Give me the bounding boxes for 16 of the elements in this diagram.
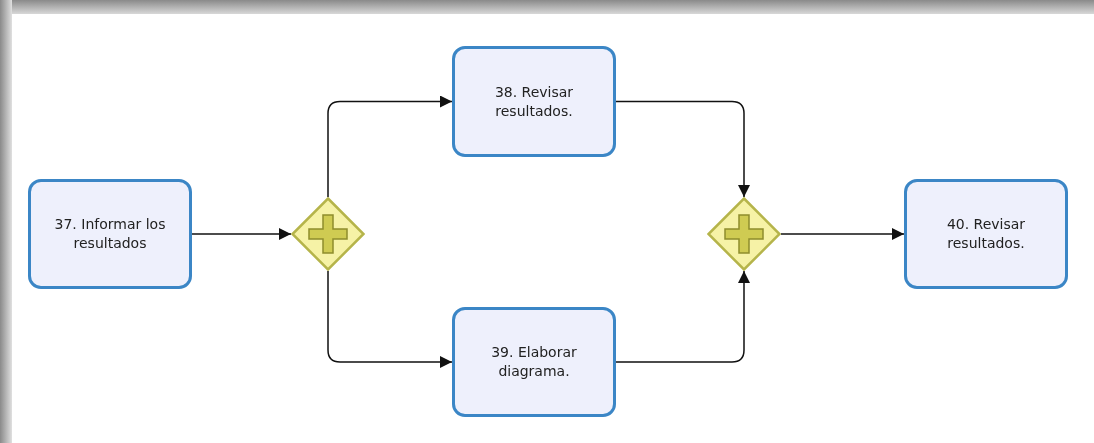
arrow (780, 228, 905, 240)
arrow (615, 270, 750, 363)
parallel-gateway-diamond (291, 197, 365, 271)
task-label: 39. Elaborar diagrama. (490, 343, 578, 381)
arrow (327, 270, 453, 368)
task-box (452, 46, 616, 157)
arrow (615, 100, 750, 198)
task-box (452, 307, 616, 417)
arrow (327, 95, 453, 198)
task-box (28, 179, 192, 289)
task-label: 38. Revisar resultados. (493, 82, 575, 121)
parallel-gateway-diamond (707, 197, 781, 271)
arrow (191, 228, 292, 240)
task-box (904, 179, 1068, 289)
task-label: 40. Revisar resultados. (945, 215, 1027, 253)
task-label: 37. Informar los resultados (53, 215, 167, 253)
